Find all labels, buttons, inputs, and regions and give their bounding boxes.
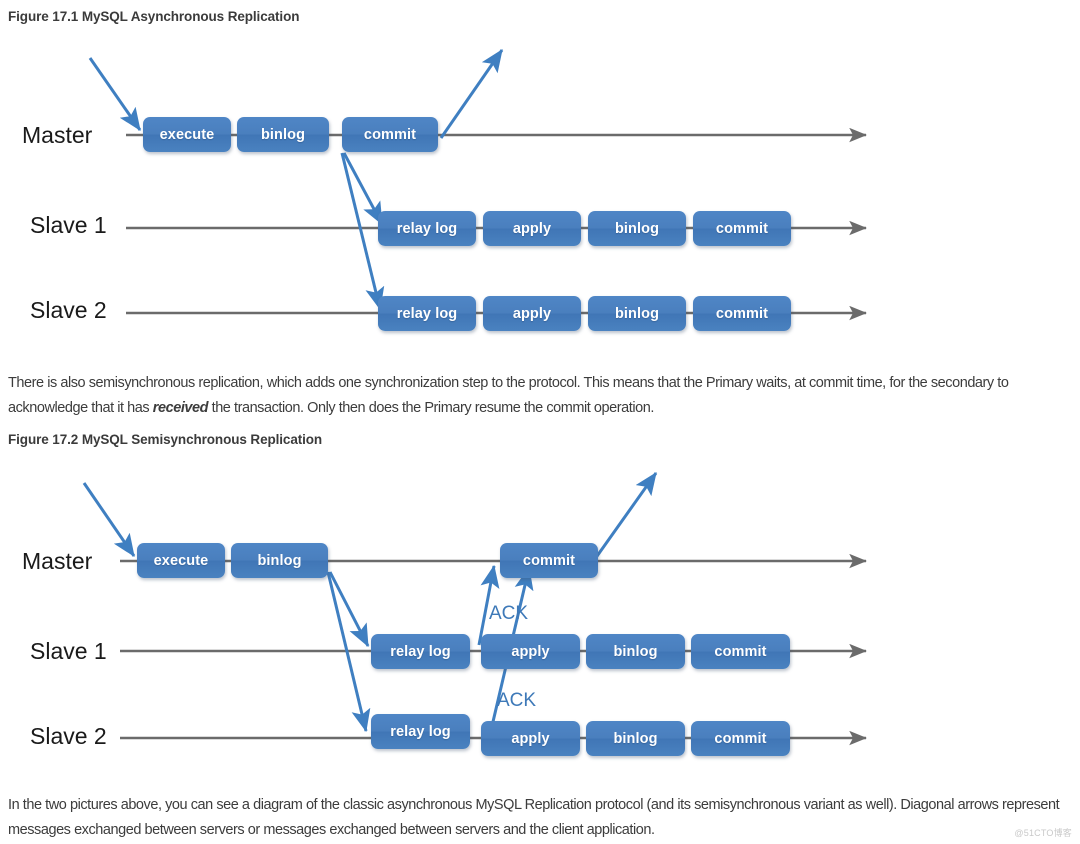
message-arrow-master-to-client (439, 49, 504, 139)
process-box-commit[interactable]: commit (691, 721, 790, 756)
process-box-commit[interactable]: commit (693, 296, 791, 331)
process-box-binlog[interactable]: binlog (586, 634, 685, 669)
message-arrow-binlog-to-slave1 (328, 571, 370, 648)
figure-2-caption: Figure 17.2 MySQL Semisynchronous Replic… (8, 432, 323, 447)
site-watermark: @51CTO博客 (1014, 828, 1072, 838)
process-box-commit[interactable]: commit (500, 543, 598, 578)
process-box-binlog[interactable]: binlog (588, 211, 686, 246)
message-arrow-client-to-master (88, 57, 142, 131)
process-box-binlog[interactable]: binlog (237, 117, 329, 152)
process-box-execute[interactable]: execute (143, 117, 231, 152)
message-arrow-master-to-slave1 (342, 152, 384, 226)
row-label-slave-1: Slave 1 (30, 638, 107, 664)
process-box-apply[interactable]: apply (483, 211, 581, 246)
paragraph-1-emphasis: received (152, 400, 209, 416)
row-label-master: Master (22, 122, 93, 148)
ack-label: ACK (497, 690, 537, 711)
message-arrow-slave1-ack-to-master (477, 564, 500, 646)
paragraph-1-part-2: the transaction. Only then does the Prim… (208, 400, 655, 416)
process-box-commit[interactable]: commit (693, 211, 791, 246)
paragraph-1-part-1: There is also semisynchronous replicatio… (8, 375, 1009, 416)
paragraph-summary: In the two pictures above, you can see a… (8, 797, 1060, 838)
process-box-commit[interactable]: commit (342, 117, 438, 152)
process-box-apply[interactable]: apply (481, 721, 580, 756)
row-label-master: Master (22, 548, 93, 574)
process-box-relay-log[interactable]: relay log (371, 714, 470, 749)
message-arrow-master-to-slave2 (340, 152, 385, 311)
process-box-binlog[interactable]: binlog (586, 721, 685, 756)
process-box-relay-log[interactable]: relay log (378, 211, 476, 246)
row-label-slave-2: Slave 2 (30, 297, 107, 323)
process-box-binlog[interactable]: binlog (588, 296, 686, 331)
process-box-apply[interactable]: apply (483, 296, 581, 331)
row-label-slave-2: Slave 2 (30, 723, 107, 749)
message-arrow-master-to-client (588, 472, 658, 567)
paragraph-semisynchronous: There is also semisynchronous replicatio… (8, 371, 1070, 421)
process-box-execute[interactable]: execute (137, 543, 225, 578)
figure-1-caption: Figure 17.1 MySQL Asynchronous Replicati… (8, 9, 300, 24)
process-box-relay-log[interactable]: relay log (371, 634, 470, 669)
ack-label: ACK (489, 603, 529, 624)
process-box-relay-log[interactable]: relay log (378, 296, 476, 331)
process-box-commit[interactable]: commit (691, 634, 790, 669)
process-box-binlog[interactable]: binlog (231, 543, 328, 578)
message-arrow-client-to-master (82, 482, 136, 557)
process-box-apply[interactable]: apply (481, 634, 580, 669)
row-label-slave-1: Slave 1 (30, 212, 107, 238)
message-arrow-binlog-to-slave2 (326, 571, 371, 733)
